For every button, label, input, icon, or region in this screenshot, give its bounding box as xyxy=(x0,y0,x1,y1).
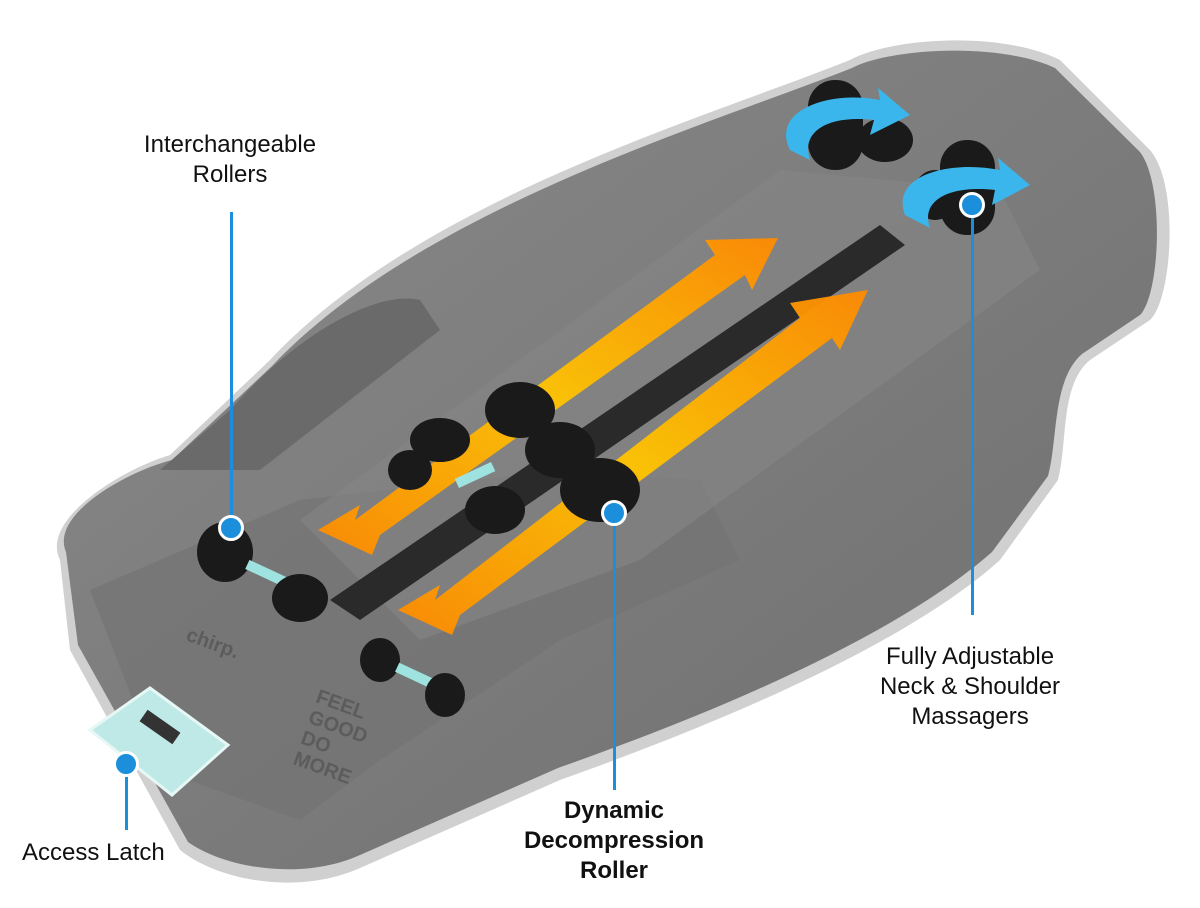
callout-line xyxy=(125,764,128,830)
callout-text: Interchangeable xyxy=(143,131,317,158)
callout-text: Fully Adjustable xyxy=(885,643,1055,670)
callout-neck-shoulder-massagers: Fully Adjustable Neck & Shoulder Massage… xyxy=(850,642,1090,732)
callout-line xyxy=(230,212,233,528)
callout-text: Rollers xyxy=(192,161,268,188)
callout-dot xyxy=(959,192,985,218)
interchangeable-rollers-spare xyxy=(197,522,465,717)
callout-dynamic-decompression-roller: Dynamic Decompression Roller xyxy=(494,796,734,886)
callout-text: Decompression xyxy=(523,827,705,854)
callout-access-latch: Access Latch xyxy=(22,838,192,868)
callout-interchangeable-rollers: Interchangeable Rollers xyxy=(110,130,350,190)
roller-carriage xyxy=(388,382,640,534)
callout-text: Massagers xyxy=(911,703,1029,730)
callout-dot xyxy=(218,515,244,541)
callout-text: Roller xyxy=(579,857,648,884)
callout-text: Access Latch xyxy=(22,839,165,866)
rotation-arrow-icon xyxy=(902,158,1030,228)
callout-line xyxy=(971,205,974,615)
callout-line xyxy=(613,513,616,790)
callout-text: Dynamic xyxy=(563,797,665,824)
callout-dot xyxy=(113,751,139,777)
access-latch xyxy=(87,686,231,797)
callout-dot xyxy=(601,500,627,526)
rotation-arrow-icon xyxy=(786,88,910,160)
callout-text: Neck & Shoulder xyxy=(879,673,1061,700)
